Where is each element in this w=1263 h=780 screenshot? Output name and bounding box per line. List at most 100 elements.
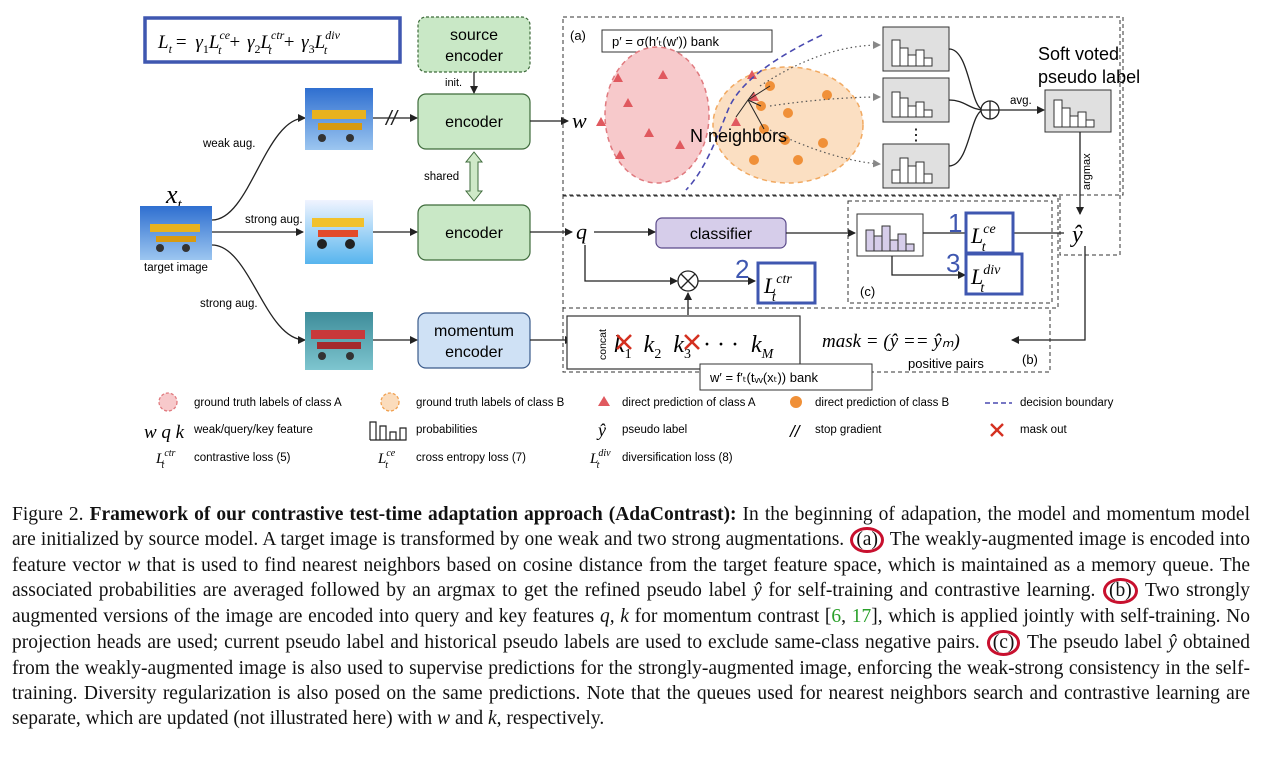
mask-formula: mask = (ŷ == ŷₘ) <box>822 331 960 352</box>
strong-aug-label-1: strong aug. <box>245 214 303 226</box>
svg-text:cross entropy loss (7): cross entropy loss (7) <box>416 452 526 464</box>
svg-text:stop gradient: stop gradient <box>815 424 882 436</box>
soft-voted-label-2: pseudo label <box>1038 67 1140 87</box>
strong-aug-arrow-2 <box>211 244 306 344</box>
svg-text:ŷ: ŷ <box>596 420 606 440</box>
svg-text:pseudo label: pseudo label <box>622 424 687 436</box>
concat-label: concat <box>597 329 609 360</box>
yhat-symbol: ŷ <box>1070 222 1083 248</box>
svg-text:decision boundary: decision boundary <box>1020 397 1114 409</box>
soft-voted-prob <box>1044 89 1112 133</box>
strong-aug-label-2: strong aug. <box>200 298 258 310</box>
neighbor-prob-3 <box>882 143 950 189</box>
legend-gt-a-icon <box>158 392 178 412</box>
svg-text:momentum: momentum <box>434 323 514 340</box>
svg-text:contrastive loss (5): contrastive loss (5) <box>194 452 291 464</box>
caption-text: , respectively. <box>496 708 605 730</box>
math-k: k <box>487 708 497 730</box>
citation-link[interactable]: 17 <box>851 606 872 628</box>
caption-text: Two strongly augmented versions of the i… <box>12 580 1250 628</box>
neighbor-lines <box>735 85 771 130</box>
svg-text:encoder: encoder <box>445 344 503 361</box>
decision-boundary <box>685 34 823 191</box>
panel-a-region <box>562 16 1124 196</box>
weak-aug-label: weak aug. <box>202 138 255 150</box>
legend-prob-icon <box>369 421 407 441</box>
panel-a-label: (a) <box>570 28 586 43</box>
classifier-box: classifier <box>655 217 787 249</box>
neighbor-prob-2 <box>882 77 950 123</box>
soft-voted-label-1: Soft voted <box>1038 44 1119 64</box>
init-label: init. <box>445 77 462 89</box>
encoder-strong-box: encoder <box>417 204 531 261</box>
caption-text: , <box>841 606 852 628</box>
strong-aug-image-2 <box>305 312 373 370</box>
positive-pairs-label: positive pairs <box>908 356 984 371</box>
w-symbol: w <box>572 108 587 133</box>
svg-text:direct prediction of class B: direct prediction of class B <box>815 397 950 409</box>
math-qk: q, k <box>599 606 629 628</box>
math-yhat: ŷ <box>753 580 762 602</box>
svg-text:probabilities: probabilities <box>416 424 478 436</box>
svg-text:ground truth labels of class A: ground truth labels of class A <box>194 397 342 409</box>
legend-pred-b-icon <box>790 396 802 408</box>
argmax-label: argmax <box>1081 153 1093 190</box>
caption-text: In the beginning of adapation, the model… <box>12 504 1251 551</box>
ldiv-box <box>964 252 1024 296</box>
svg-text:w q k: w q k <box>144 422 185 443</box>
svg-text:ground truth labels of class B: ground truth labels of class B <box>416 397 565 409</box>
wprime-bank-box <box>699 363 873 391</box>
strong-aug-image-1 <box>305 200 373 264</box>
neighbor-prob-1 <box>882 26 950 72</box>
weak-aug-arrow <box>211 114 306 221</box>
weak-aug-image <box>305 88 373 150</box>
marker-c: (c) <box>986 629 1021 656</box>
avg-label: avg. <box>1010 95 1032 107</box>
loss-index-2: 2 <box>735 254 749 284</box>
wprime-bank-label: w′ = f′ₜ(tᵥᵥ(xₜ)) bank <box>709 370 818 385</box>
q-symbol: q <box>576 219 587 244</box>
caption-text: ], which is applied jointly with self-tr… <box>12 606 1251 653</box>
panel-c-label: (c) <box>860 284 875 299</box>
class-a-region <box>604 46 710 184</box>
xt-symbol: xt <box>165 180 183 213</box>
panel-b-label: (b) <box>1022 352 1038 367</box>
vertical-ellipsis: ⋮ <box>908 127 924 144</box>
marker-b: (b) <box>1103 578 1138 605</box>
classifier-prob <box>856 213 924 257</box>
panel-c-region <box>847 200 1053 304</box>
svg-text:encoder: encoder <box>445 48 503 65</box>
caption-title: Framework of our contrastive test-time a… <box>89 504 737 525</box>
pprime-bank-label: p′ = σ(h′ₜ(w′)) bank <box>612 34 719 49</box>
shared-label: shared <box>424 171 459 183</box>
target-image <box>140 206 212 260</box>
marker-a: (a) <box>850 527 884 554</box>
shared-arrow <box>464 151 484 202</box>
svg-text:weak/query/key feature: weak/query/key feature <box>193 424 313 436</box>
legend-gt-b-icon <box>380 392 400 412</box>
dot-product-node <box>677 270 699 292</box>
figure-caption: Figure 2. Framework of our contrastive t… <box>12 502 1250 731</box>
svg-text:encoder: encoder <box>445 114 503 131</box>
panel-bc-region <box>562 195 1059 309</box>
svg-text:mask out: mask out <box>1020 424 1067 436</box>
loss-index-1: 1 <box>948 208 962 238</box>
encoder-weak-box: encoder <box>417 93 531 150</box>
svg-text://: // <box>789 422 802 441</box>
citation-link[interactable]: 6 <box>831 606 842 628</box>
momentum-encoder-box: momentum encoder <box>417 312 531 369</box>
key-queue-box <box>566 315 801 370</box>
target-image-label: target image <box>144 262 208 274</box>
loss-index-3: 3 <box>946 248 960 278</box>
lce-box <box>964 211 1015 255</box>
caption-text: obtained from the weakly-augmented image… <box>12 631 1250 730</box>
source-encoder-box: source encoder <box>417 16 531 73</box>
svg-text:direct prediction of class A: direct prediction of class A <box>622 397 756 409</box>
math-w: w <box>437 708 451 730</box>
